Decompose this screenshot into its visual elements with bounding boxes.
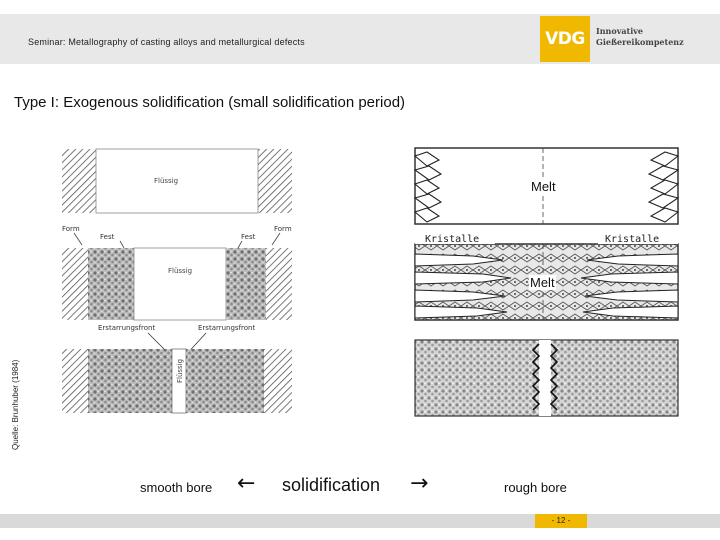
label-erstarrungsfront-left: Erstarrungsfront (98, 324, 155, 332)
label-erstarrungsfront-right: Erstarrungsfront (198, 324, 255, 332)
right-schematic-figure: Kristalle Kristalle (413, 147, 680, 417)
label-fest-left: Fest (100, 233, 115, 241)
label-fest-right: Fest (241, 233, 256, 241)
slide-title: Type I: Exogenous solidification (small … (14, 94, 406, 111)
smooth-bore-label: smooth bore (140, 480, 213, 495)
dendrites-top-right (647, 151, 680, 223)
mould-wall-top-right (258, 149, 292, 213)
vdg-logo: VDG Innovative Gießereikompetenz (540, 16, 684, 62)
solidified-shell-right (226, 248, 266, 320)
solidified-shell-left (88, 248, 134, 320)
label-fluessig-mid: Flüssig (168, 267, 192, 275)
page-number: - 12 - (535, 514, 587, 528)
rough-bore-label: rough bore (504, 480, 567, 495)
left-schematic-figure: Flüssig Form Form Fest Fest Flüssig Erst… (62, 148, 292, 414)
label-form-left: Form (62, 225, 80, 233)
label-melt-middle: Melt (529, 275, 556, 290)
arrow-right-icon: → (410, 471, 429, 496)
label-fluessig-bottom: Flüssig (176, 359, 184, 383)
dendrites-middle-left (414, 253, 512, 319)
rough-centerline (531, 343, 559, 411)
arrow-left-icon: ← (237, 471, 256, 496)
source-citation: Quelle: Brunhuber (1984) (11, 359, 20, 450)
seminar-title: Seminar: Metallography of casting alloys… (28, 37, 305, 47)
label-melt-top: Melt (530, 179, 557, 194)
footer-band (0, 514, 720, 528)
solidification-label: solidification (282, 475, 381, 495)
label-kristalle-left: Kristalle (425, 234, 479, 245)
label-fluessig-top: Flüssig (154, 177, 178, 185)
label-kristalle-right: Kristalle (605, 234, 659, 245)
dendrites-top-left (413, 151, 443, 223)
mould-wall-top-left (62, 149, 96, 213)
label-form-right: Form (274, 225, 292, 233)
vdg-logo-mark: VDG (540, 16, 590, 62)
header-band (0, 14, 720, 64)
dendrites-middle-right (580, 253, 679, 319)
vdg-logo-text: Innovative Gießereikompetenz (596, 26, 684, 47)
